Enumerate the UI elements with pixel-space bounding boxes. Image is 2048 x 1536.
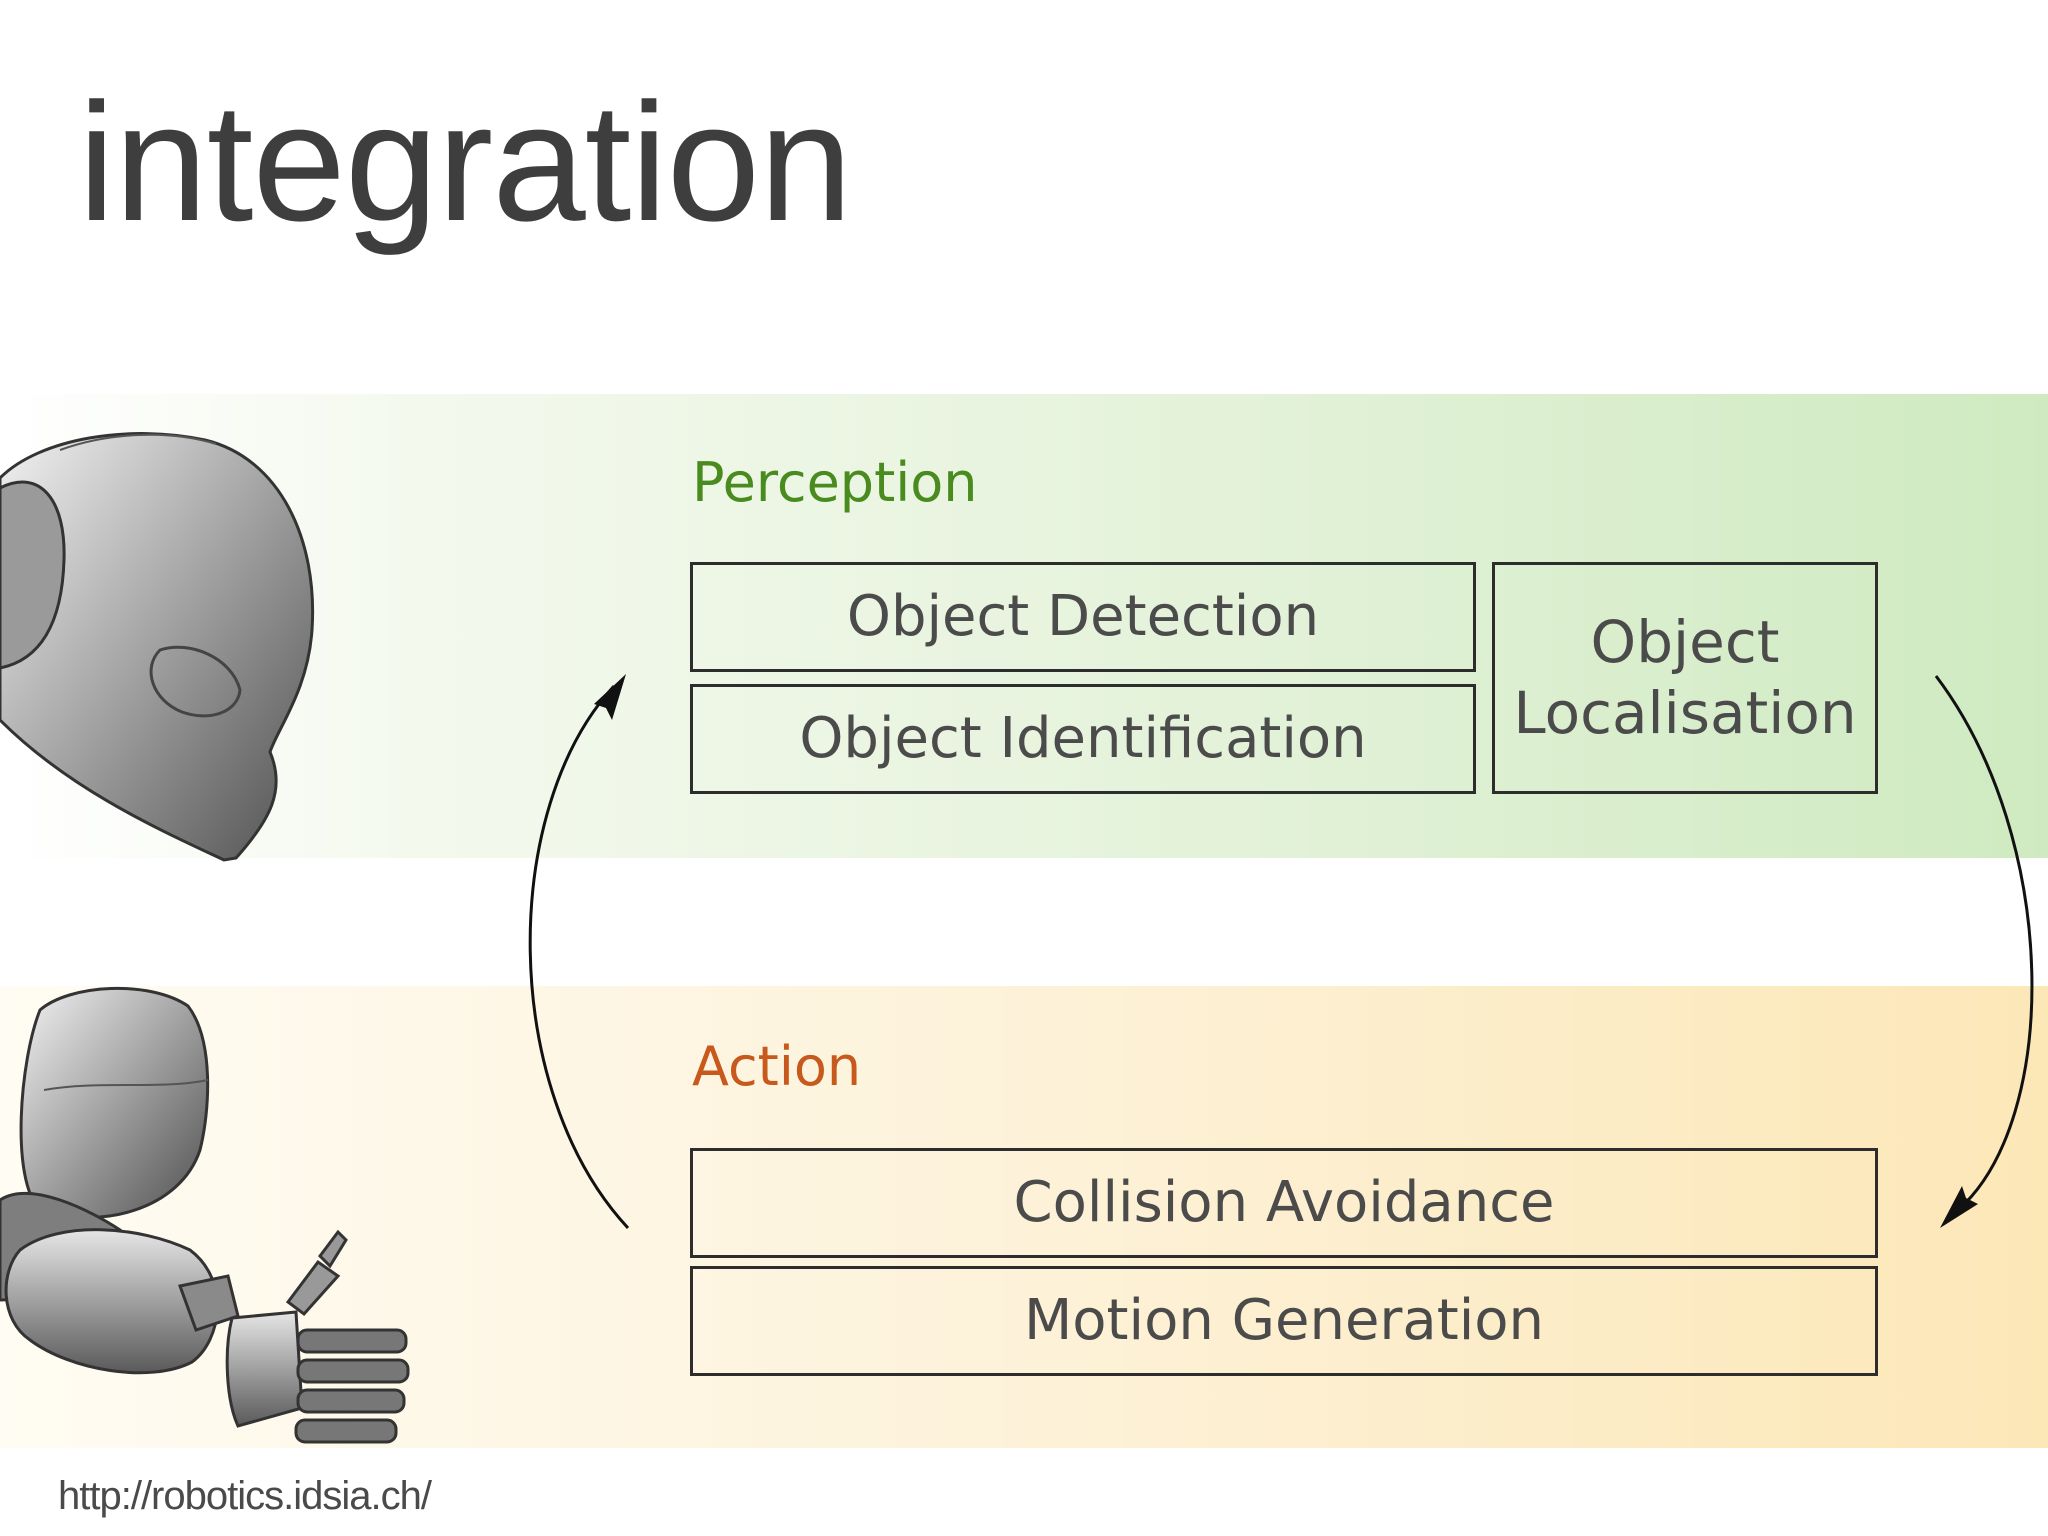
object-identification-label: Object Identification <box>799 706 1367 772</box>
object-localisation-box: Object Localisation <box>1492 562 1878 794</box>
cycle-arrow-up-icon <box>528 674 630 1230</box>
source-url: http://robotics.idsia.ch/ <box>58 1474 432 1518</box>
collision-avoidance-box: Collision Avoidance <box>690 1148 1878 1258</box>
object-localisation-label-line1: Object <box>1590 608 1780 677</box>
object-identification-box: Object Identification <box>690 684 1476 794</box>
cycle-arrow-down-icon <box>1934 675 2034 1228</box>
robot-arm-icon <box>0 986 410 1444</box>
object-detection-label: Object Detection <box>846 584 1320 650</box>
perception-band <box>0 394 2048 858</box>
slide-title: integration <box>78 68 853 256</box>
action-heading: Action <box>692 1035 862 1098</box>
object-detection-box: Object Detection <box>690 562 1476 672</box>
motion-generation-box: Motion Generation <box>690 1266 1878 1376</box>
perception-heading: Perception <box>692 451 978 514</box>
robot-head-icon <box>0 432 315 862</box>
object-localisation-label-line2: Localisation <box>1513 679 1857 747</box>
collision-avoidance-label: Collision Avoidance <box>1013 1170 1555 1236</box>
motion-generation-label: Motion Generation <box>1023 1288 1545 1354</box>
